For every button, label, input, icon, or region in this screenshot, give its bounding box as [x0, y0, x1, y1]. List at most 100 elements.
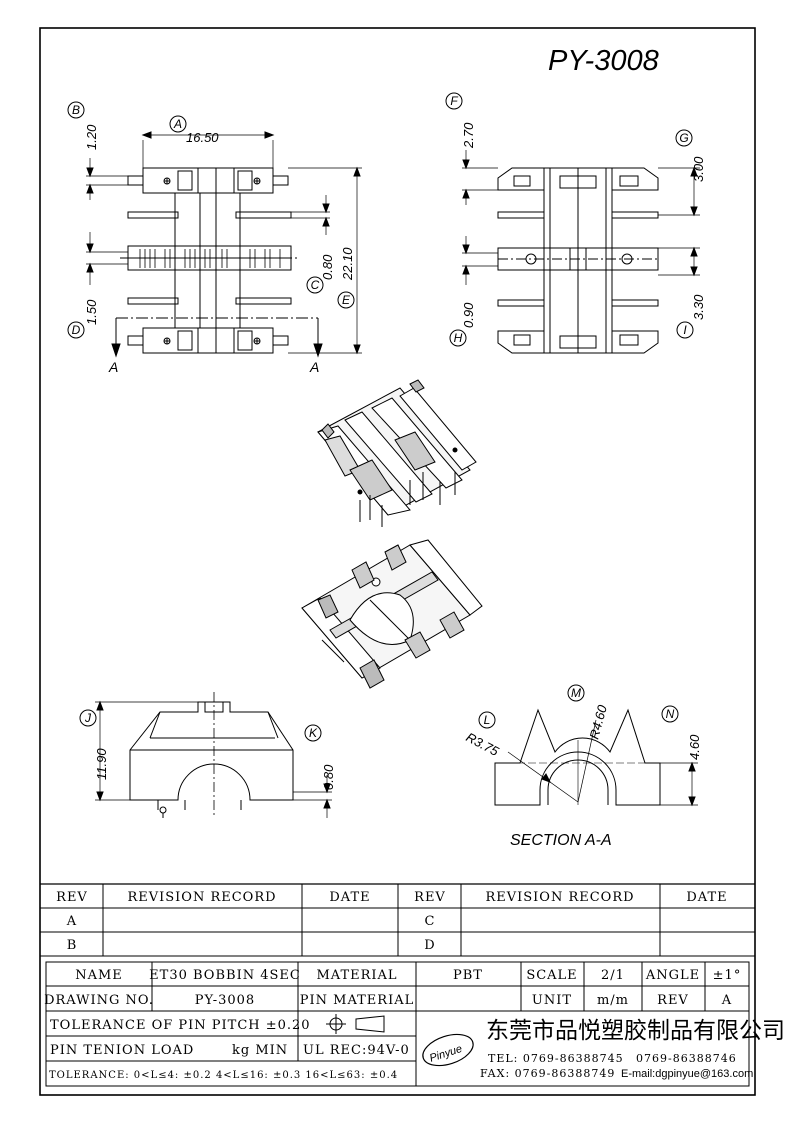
svg-text:H: H	[454, 331, 463, 345]
scale-label: SCALE	[526, 968, 577, 983]
circle-label-d: D	[67, 321, 85, 339]
dim-i-value: 3.30	[691, 294, 706, 320]
circle-label-e: E	[337, 291, 355, 309]
info-table-text: NAME ET30 BOBBIN 4SEC MATERIAL PBT SCALE…	[44, 968, 742, 1081]
company-tel: TEL: 0769-86388745	[488, 1052, 624, 1065]
angle-label: ANGLE	[645, 968, 700, 983]
svg-text:G: G	[679, 131, 688, 145]
top-view-right-labels: 2.70 0.90 3.00 3.30	[461, 122, 706, 328]
reference-circles: A B C D E F G H I J K L M N	[67, 92, 694, 742]
dim-k-value: 0.80	[321, 764, 336, 790]
circle-label-k: K	[304, 724, 322, 742]
dim-c-value: 0.80	[320, 254, 335, 280]
rev-row-c: C	[425, 914, 436, 929]
svg-text:C: C	[311, 278, 320, 292]
date-header-2: DATE	[686, 890, 727, 905]
rev-label: REV	[657, 993, 689, 1008]
name-label: NAME	[75, 968, 123, 983]
circle-label-f: F	[445, 92, 463, 110]
isometric-view-bottom	[301, 539, 483, 689]
company-logo-icon	[422, 1033, 474, 1067]
svg-text:E: E	[342, 293, 351, 307]
dim-m-value: R4.60	[586, 703, 610, 741]
rev-header-1: REV	[56, 890, 88, 905]
circle-label-g: G	[675, 129, 693, 147]
date-header-1: DATE	[329, 890, 370, 905]
dim-f-value: 2.70	[461, 122, 476, 149]
tolerance-line: TOLERANCE: 0<L≤4: ±0.2 4<L≤16: ±0.3 16<L…	[49, 1070, 398, 1081]
angle-value: ±1°	[713, 968, 742, 983]
section-view-labels: R3.75 R4.60 4.60 SECTION A-A	[464, 703, 702, 849]
company-fax: FAX: 0769-86388749	[480, 1067, 615, 1080]
dim-l-value: R3.75	[464, 729, 502, 759]
material-label: MATERIAL	[316, 968, 397, 983]
circle-label-l: L	[478, 711, 496, 729]
svg-text:K: K	[309, 726, 318, 740]
dim-a-value: 16.50	[186, 130, 219, 145]
company-name: 东莞市品悦塑胶制品有限公司	[486, 1018, 785, 1044]
isometric-view-top	[317, 379, 477, 527]
revision-table-text: REV REVISION RECORD DATE REV REVISION RE…	[56, 890, 727, 953]
revision-table	[40, 884, 755, 957]
dim-j-value: 11.90	[94, 748, 109, 780]
circle-label-h: H	[449, 329, 467, 347]
dim-d-value: 1.50	[84, 299, 99, 325]
ul-rec: UL REC:94V-0	[303, 1043, 410, 1058]
dim-g-value: 3.00	[691, 156, 706, 182]
top-view-left-labels: 16.50 1.20 1.50 0.80 22.10 A A	[84, 124, 355, 375]
svg-text:A: A	[173, 117, 182, 131]
sheet-border	[39, 27, 756, 1096]
dim-b-value: 1.20	[84, 124, 99, 150]
svg-text:I: I	[683, 323, 687, 337]
svg-text:N: N	[666, 707, 675, 721]
section-mark-left: A	[108, 359, 118, 375]
svg-text:M: M	[571, 686, 581, 700]
company-email: E-mail:dgpinyue@163.com	[621, 1068, 753, 1080]
circle-label-j: J	[79, 709, 97, 727]
circle-label-m: M	[567, 684, 585, 702]
unit-label: UNIT	[532, 993, 572, 1008]
circle-label-a: A	[169, 115, 187, 133]
rev-row-a: A	[66, 914, 77, 929]
section-view	[494, 708, 698, 807]
company-block: Pinyue 东莞市品悦塑胶制品有限公司 TEL: 0769-86388745 …	[422, 1018, 785, 1080]
drawing-no-value: PY-3008	[195, 993, 255, 1008]
rev-header-2: REV	[414, 890, 446, 905]
svg-text:L: L	[484, 713, 491, 727]
drawing-title: PY-3008	[548, 45, 659, 77]
side-view-labels: 11.90 0.80	[94, 748, 336, 790]
top-view-right	[462, 150, 700, 354]
side-view	[95, 692, 332, 818]
unit-value: m/m	[597, 993, 629, 1008]
rev-row-b: B	[67, 938, 78, 953]
circle-label-b: B	[67, 101, 85, 119]
svg-text:F: F	[450, 94, 458, 108]
section-mark-right: A	[309, 359, 319, 375]
tolerance-pin-pitch: TOLERANCE OF PIN PITCH ±0.20	[50, 1018, 311, 1033]
top-view-left	[86, 131, 362, 358]
scale-value: 2/1	[601, 968, 625, 983]
rev-value: A	[721, 993, 732, 1008]
rev-row-d: D	[424, 938, 435, 953]
dim-n-value: 4.60	[687, 734, 702, 760]
company-tel-2: 0769-86388746	[636, 1052, 737, 1065]
dim-e-value: 22.10	[340, 247, 355, 281]
svg-text:B: B	[72, 103, 80, 117]
section-caption: SECTION A-A	[510, 832, 612, 849]
info-table	[45, 961, 750, 1087]
dim-h-value: 0.90	[461, 302, 476, 328]
svg-text:J: J	[84, 711, 92, 725]
circle-label-n: N	[661, 705, 679, 723]
material-value: PBT	[453, 968, 483, 983]
revision-record-header-1: REVISION RECORD	[127, 890, 276, 905]
pin-material-label: PIN MATERIAL	[300, 993, 414, 1008]
circle-label-c: C	[306, 276, 324, 294]
drawing-no-label: DRAWING NO.	[44, 993, 154, 1008]
pin-tension-label: PIN TENION LOAD	[50, 1043, 194, 1058]
svg-text:D: D	[72, 323, 81, 337]
circle-label-i: I	[676, 321, 694, 339]
revision-record-header-2: REVISION RECORD	[485, 890, 634, 905]
pin-tension-unit: kg MIN	[232, 1043, 288, 1058]
name-value: ET30 BOBBIN 4SEC	[149, 968, 301, 983]
